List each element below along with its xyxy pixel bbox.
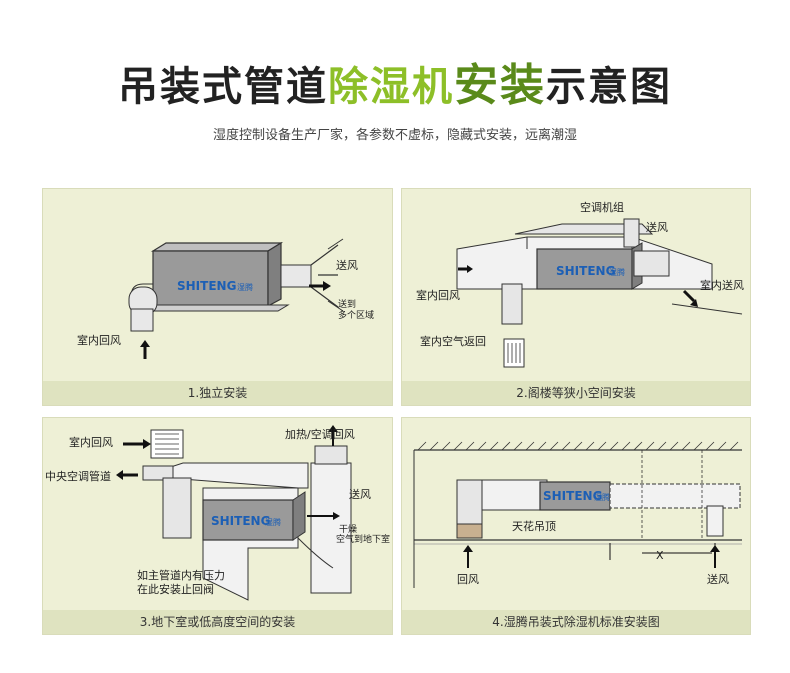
brand-cn: 湿腾 (265, 517, 281, 527)
standard-diagram: SHITENG 湿腾 天花吊顶 回风 X 送风 (413, 441, 742, 588)
label-return: 回风 (457, 573, 479, 586)
caption-panel-4: 4.湿腾吊装式除湿机标准安装图 (402, 610, 750, 634)
label-dry-2: 空气到地下室 (336, 533, 390, 545)
supply-duct (609, 483, 741, 509)
brand-logo: SHITENG (177, 279, 236, 293)
title-part-2: 除湿机 (328, 64, 454, 110)
basement-diagram: SHITENG 湿腾 室内回风 中央空调管道 加热/空调回风 送风 干燥 空气到… (45, 425, 390, 601)
label-dry-1: 干燥 (339, 524, 357, 535)
panel-standalone-install: SHITENG 湿腾 送风 送到 多个区域 室内回风 1.独立安装 (42, 188, 393, 406)
unit-top (150, 242, 284, 252)
panel-attic-install: SHITENG 湿腾 空调机组 送风 室内送风 室内回风 室内空气返回 2.阁楼… (401, 188, 751, 406)
label-return: 室内回风 (69, 435, 113, 449)
title-part-1: 吊装式管道 (118, 64, 328, 110)
title-part-3: 安装 (454, 60, 546, 111)
label-supply: 送风 (646, 220, 668, 234)
return-duct (456, 479, 483, 529)
mount-plate (141, 304, 290, 312)
panel-standard-install: SHITENG 湿腾 天花吊顶 回风 X 送风 4.湿腾吊装式除湿机标准安装图 (401, 417, 751, 635)
label-heat-return: 加热/空调回风 (285, 427, 355, 441)
label-to-area-1: 送到 (338, 298, 356, 310)
page-subtitle: 湿度控制设备生产厂家，各参数不虚标，隐藏式安装，远离潮湿 (212, 128, 577, 143)
caption-panel-3: 3.地下室或低高度空间的安装 (43, 610, 392, 634)
brand-cn: 湿腾 (237, 282, 253, 292)
return-duct (501, 283, 523, 325)
caption-panel-1: 1.独立安装 (43, 381, 392, 405)
label-return: 室内回风 (416, 288, 460, 302)
label-valve-2: 在此安装止回阀 (137, 582, 214, 596)
panel-basement-install: SHITENG 湿腾 室内回风 中央空调管道 加热/空调回风 送风 干燥 空气到… (42, 417, 393, 635)
dehumidifier-unit (152, 250, 269, 307)
dehumidifier-unit (536, 248, 633, 290)
label-valve-1: 如主管道内有压力 (137, 568, 225, 582)
roof-hatch (417, 441, 739, 451)
supply-duct (280, 264, 312, 288)
label-central-duct: 中央空调管道 (45, 469, 111, 483)
standalone-diagram: SHITENG 湿腾 送风 送到 多个区域 室内回风 (77, 238, 374, 359)
label-supply: 送风 (349, 487, 371, 501)
label-supply: 送风 (336, 258, 358, 272)
vertical-duct (310, 462, 352, 594)
ac-unit (514, 223, 654, 235)
page-title: 吊装式管道除湿机安装示意图 (0, 56, 790, 117)
caption-panel-2: 2.阁楼等狭小空间安装 (402, 381, 750, 405)
brand-logo: SHITENG (556, 264, 615, 278)
brand-logo: SHITENG (543, 489, 602, 503)
label-ceiling: 天花吊顶 (512, 520, 556, 533)
brand-cn: 湿腾 (609, 267, 625, 277)
title-part-4: 示意图 (546, 64, 672, 110)
label-to-area-2: 多个区域 (338, 309, 374, 321)
attic-diagram: SHITENG 湿腾 空调机组 送风 室内送风 室内回风 室内空气返回 (416, 200, 744, 368)
return-grille (503, 338, 525, 368)
unit-side (267, 241, 282, 308)
return-duct (162, 477, 192, 539)
label-air-return: 室内空气返回 (420, 334, 486, 348)
label-supply: 送风 (707, 572, 729, 586)
label-indoor-supply: 室内送风 (700, 278, 744, 292)
label-x-mark: X (656, 549, 664, 562)
brand-cn: 湿腾 (594, 492, 610, 502)
brand-logo: SHITENG (211, 514, 270, 528)
supply-arrow-icon (682, 289, 696, 303)
label-return: 室内回风 (77, 333, 121, 347)
label-ac-unit: 空调机组 (580, 200, 624, 214)
dehumidifier-unit (202, 499, 294, 541)
